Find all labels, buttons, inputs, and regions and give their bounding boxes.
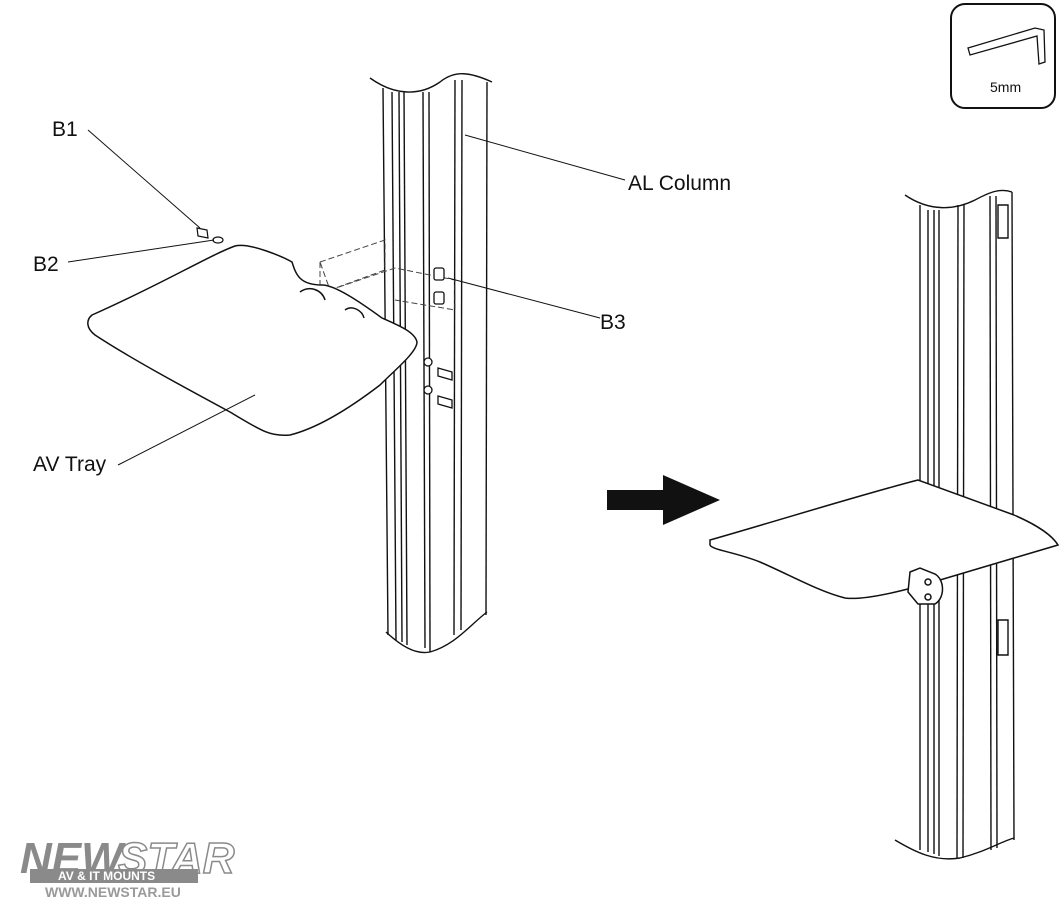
label-av-tray: AV Tray bbox=[33, 453, 107, 476]
logo-tagline: AV & IT MOUNTS bbox=[58, 869, 155, 883]
newstar-logo: NEW STAR AV & IT MOUNTS WWW.NEWSTAR.EU bbox=[20, 833, 235, 900]
tool-box: 5mm bbox=[950, 3, 1056, 109]
al-column-left bbox=[369, 73, 493, 654]
hex-key-icon bbox=[967, 27, 1046, 65]
label-b1: B1 bbox=[52, 118, 78, 141]
b3-screws bbox=[423, 267, 453, 409]
tool-size-label: 5mm bbox=[990, 79, 1021, 95]
label-al-column: AL Column bbox=[628, 172, 731, 195]
av-tray-left bbox=[87, 244, 418, 437]
label-b2: B2 bbox=[33, 253, 59, 276]
leader-lines bbox=[67, 129, 626, 466]
av-tray-right bbox=[709, 479, 1060, 605]
logo-url: WWW.NEWSTAR.EU bbox=[45, 884, 181, 900]
label-b3: B3 bbox=[600, 311, 626, 334]
right-arrow-icon bbox=[607, 475, 720, 525]
